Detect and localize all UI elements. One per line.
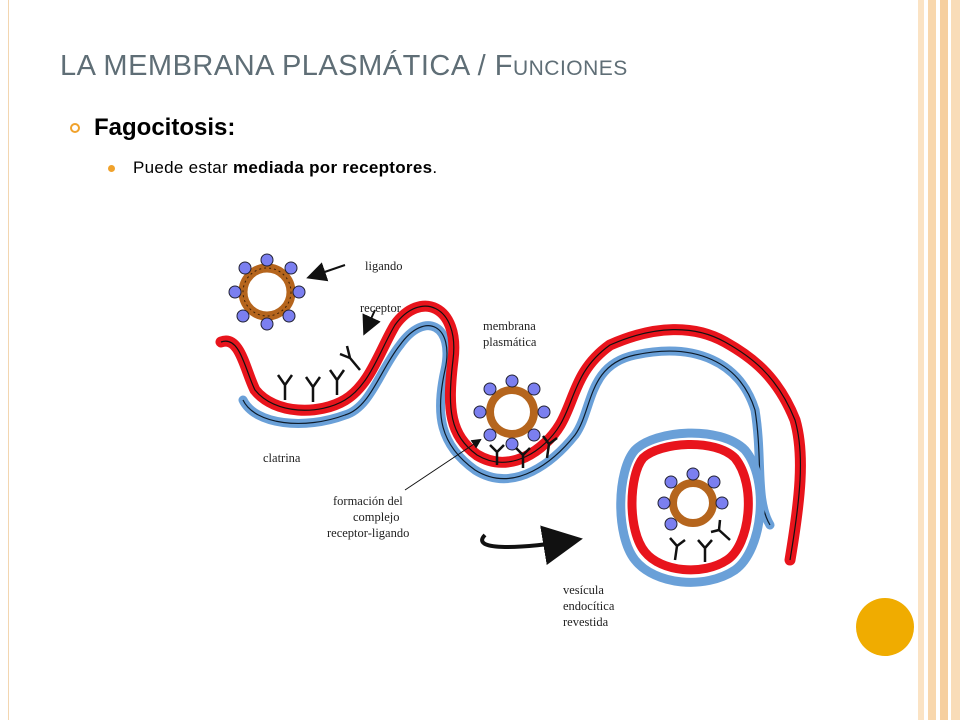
slide-border bbox=[8, 0, 918, 720]
ligand-particle-free bbox=[228, 253, 306, 331]
sub-bullet-text: Puede estar mediada por receptores. bbox=[133, 158, 438, 177]
ligand-arrow bbox=[306, 262, 346, 282]
label-clatrina: clatrina bbox=[263, 451, 301, 465]
label-complejo: complejo bbox=[353, 510, 400, 524]
receptor-arrow bbox=[362, 309, 381, 336]
decorative-circle bbox=[856, 598, 914, 656]
sub-bullet: Puede estar mediada por receptores. bbox=[108, 158, 437, 178]
right-stripes bbox=[918, 0, 960, 720]
phagocytosis-diagram: ligando receptor membrana plasmática cla… bbox=[215, 253, 806, 629]
label-vesicula: vesícula bbox=[563, 583, 604, 597]
vesicle-formation-arrow bbox=[480, 525, 583, 565]
heading-text: Fagocitosis: bbox=[94, 114, 236, 141]
heading-bullet: Fagocitosis: bbox=[70, 114, 235, 142]
complex-arrow bbox=[404, 438, 482, 491]
ring-bullet-icon bbox=[70, 123, 80, 133]
label-membrana: membrana bbox=[483, 319, 536, 333]
label-receptor: receptor bbox=[360, 301, 402, 315]
dot-bullet-icon bbox=[108, 164, 115, 172]
ligand-particle-bound bbox=[473, 374, 558, 468]
receptors-left bbox=[276, 345, 361, 402]
endocytic-vesicle bbox=[616, 428, 765, 587]
label-ligando: ligando bbox=[365, 259, 403, 273]
page-title: LA MEMBRANA PLASMÁTICA / FUNCIONES bbox=[60, 50, 628, 82]
label-formacion: formación del bbox=[333, 494, 403, 508]
label-plasmatica: plasmática bbox=[483, 335, 537, 349]
label-receptor-ligando: receptor-ligando bbox=[327, 526, 409, 540]
label-endocitica: endocítica bbox=[563, 599, 615, 613]
label-revestida: revestida bbox=[563, 615, 609, 629]
